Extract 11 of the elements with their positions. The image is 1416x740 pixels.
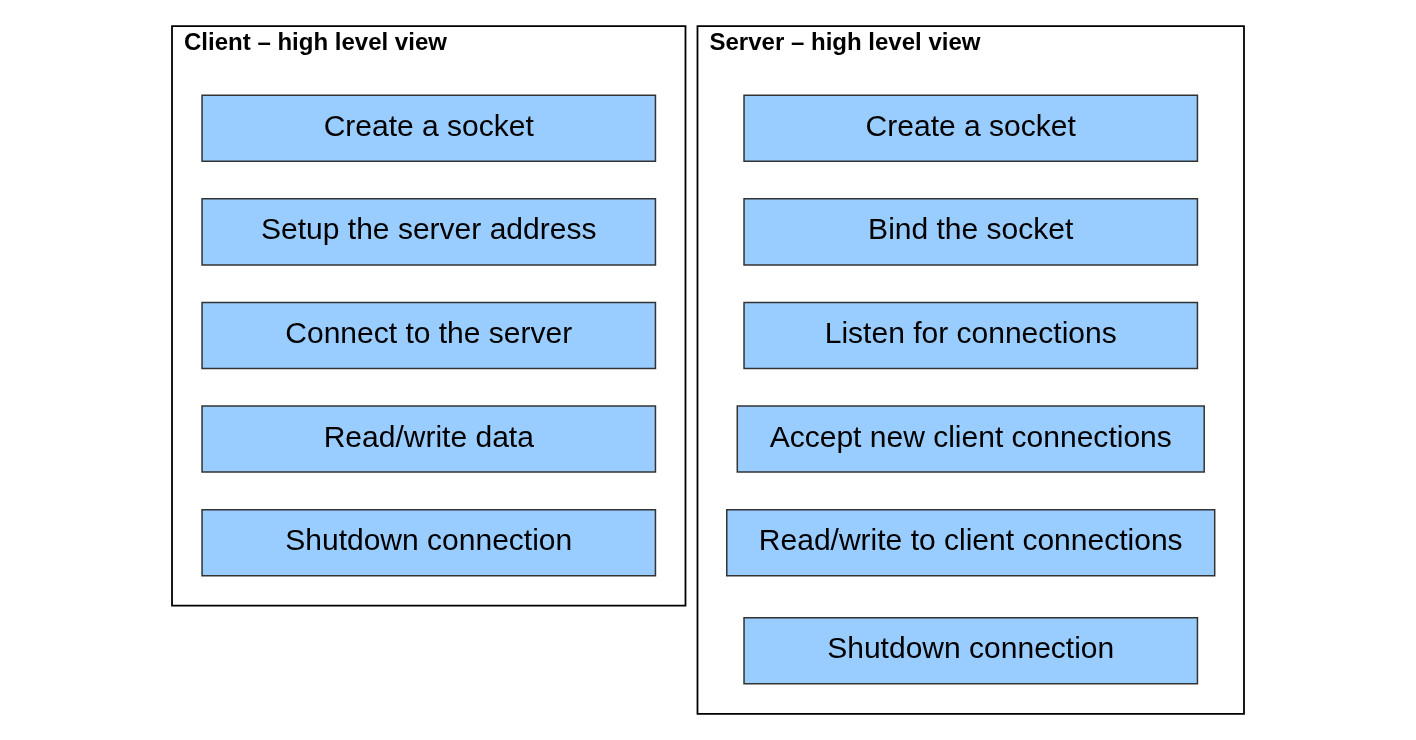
node-box: Read/write data	[201, 405, 657, 473]
node-box: Shutdown connection	[743, 616, 1199, 685]
node-box: Bind the socket	[743, 198, 1199, 266]
node-box: Connect to the server	[201, 301, 657, 370]
node-box: Setup the server address	[201, 198, 657, 266]
node-box: Create a socket	[201, 94, 657, 163]
node-box: Create a socket	[743, 94, 1199, 163]
node-box: Read/write to client connections	[726, 508, 1216, 577]
node-box: Accept new client connections	[736, 405, 1205, 473]
node-box: Listen for connections	[743, 301, 1199, 370]
node-box: Shutdown connection	[201, 508, 657, 577]
